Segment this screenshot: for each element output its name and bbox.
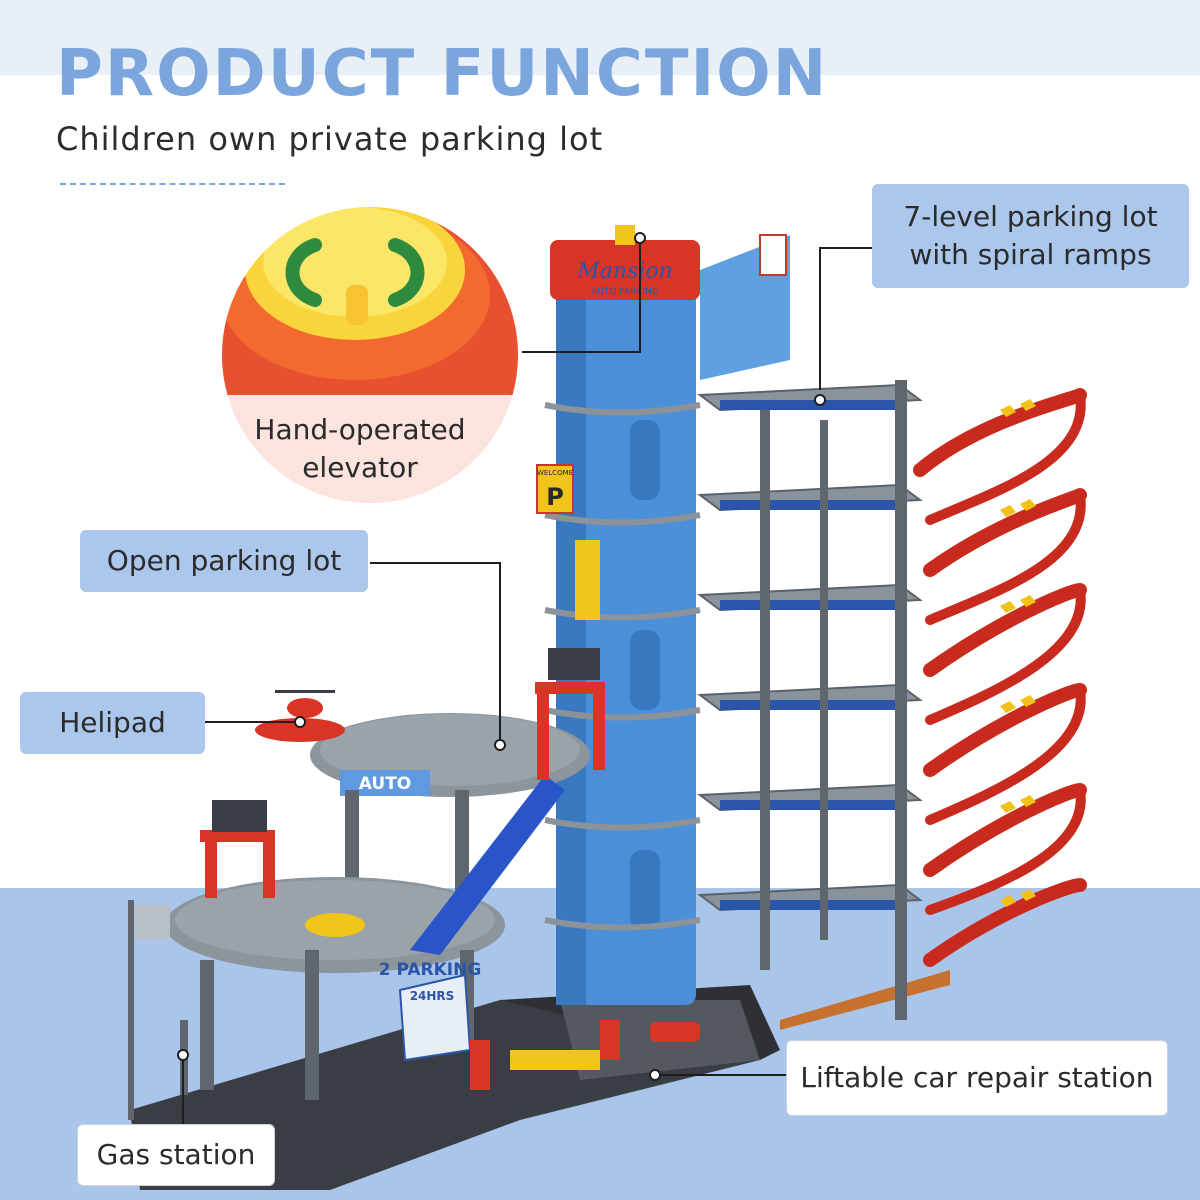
- ramp-chevrons: [1000, 399, 1036, 907]
- hours-sign-text: 24HRS: [410, 989, 455, 1003]
- callout-repair-station: Liftable car repair station: [786, 1040, 1168, 1116]
- callout-seven-level: 7-level parking lot with spiral ramps: [872, 184, 1189, 288]
- elevator-crank-zoom: [218, 203, 522, 507]
- lower-deck: 2 PARKING 24HRS: [165, 775, 565, 1100]
- tower-brand-text: Mansion: [576, 259, 673, 284]
- callout-helipad: Helipad: [20, 692, 205, 754]
- header-band: [0, 0, 1200, 75]
- callout-gas-station: Gas station: [77, 1124, 275, 1186]
- repair-station: [510, 1020, 700, 1070]
- seven-level-structure: [697, 234, 950, 1030]
- rotate-left-arrow-icon: [285, 238, 322, 307]
- page-title: PRODUCT FUNCTION: [56, 37, 829, 111]
- spiral-ramps: [913, 388, 1087, 967]
- callout-open-lot: Open parking lot: [80, 530, 368, 592]
- archways: [200, 648, 605, 898]
- helicopter: [275, 690, 335, 718]
- tower-brand-subtext: AUTO PARKING: [591, 287, 659, 297]
- parking-sign-text: 2 PARKING: [379, 960, 482, 980]
- callout-hand-elevator: Hand-operated elevator: [254, 413, 466, 484]
- auto-sign-text: AUTO: [359, 774, 412, 794]
- elevator-tower: Mansion AUTO PARKING: [544, 225, 701, 1005]
- welcome-sign: WELCOME P: [536, 464, 574, 514]
- divider: [60, 183, 285, 185]
- welcome-sign-text: WELCOME: [537, 469, 573, 477]
- callout-dots: [177, 232, 826, 1081]
- upper-deck: AUTO: [255, 690, 590, 920]
- callout-lines: [182, 238, 872, 1124]
- page-subtitle: Children own private parking lot: [56, 120, 604, 158]
- welcome-sign-p: P: [546, 483, 564, 511]
